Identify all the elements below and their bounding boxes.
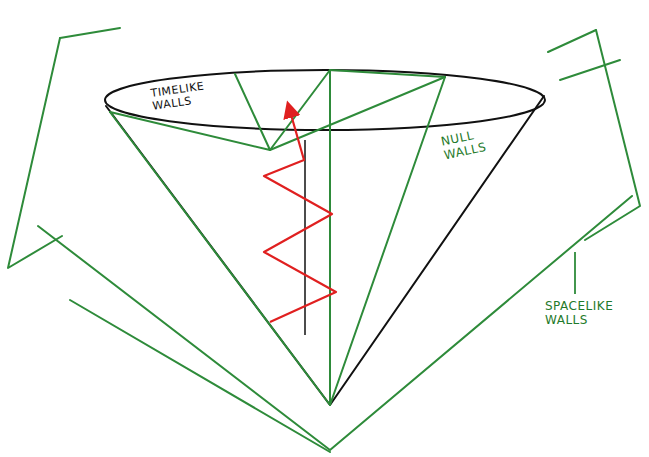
wall-label: TIMELIKE WALLS	[150, 77, 231, 113]
worldline	[264, 104, 336, 322]
light-cone	[105, 70, 545, 405]
spacelike-planes	[8, 28, 640, 452]
wall-label: NULL WALLS	[440, 125, 497, 163]
wall-label: SPACELIKE WALLS	[545, 300, 635, 328]
null-and-timelike-walls	[110, 70, 445, 405]
leader-line	[574, 252, 576, 294]
